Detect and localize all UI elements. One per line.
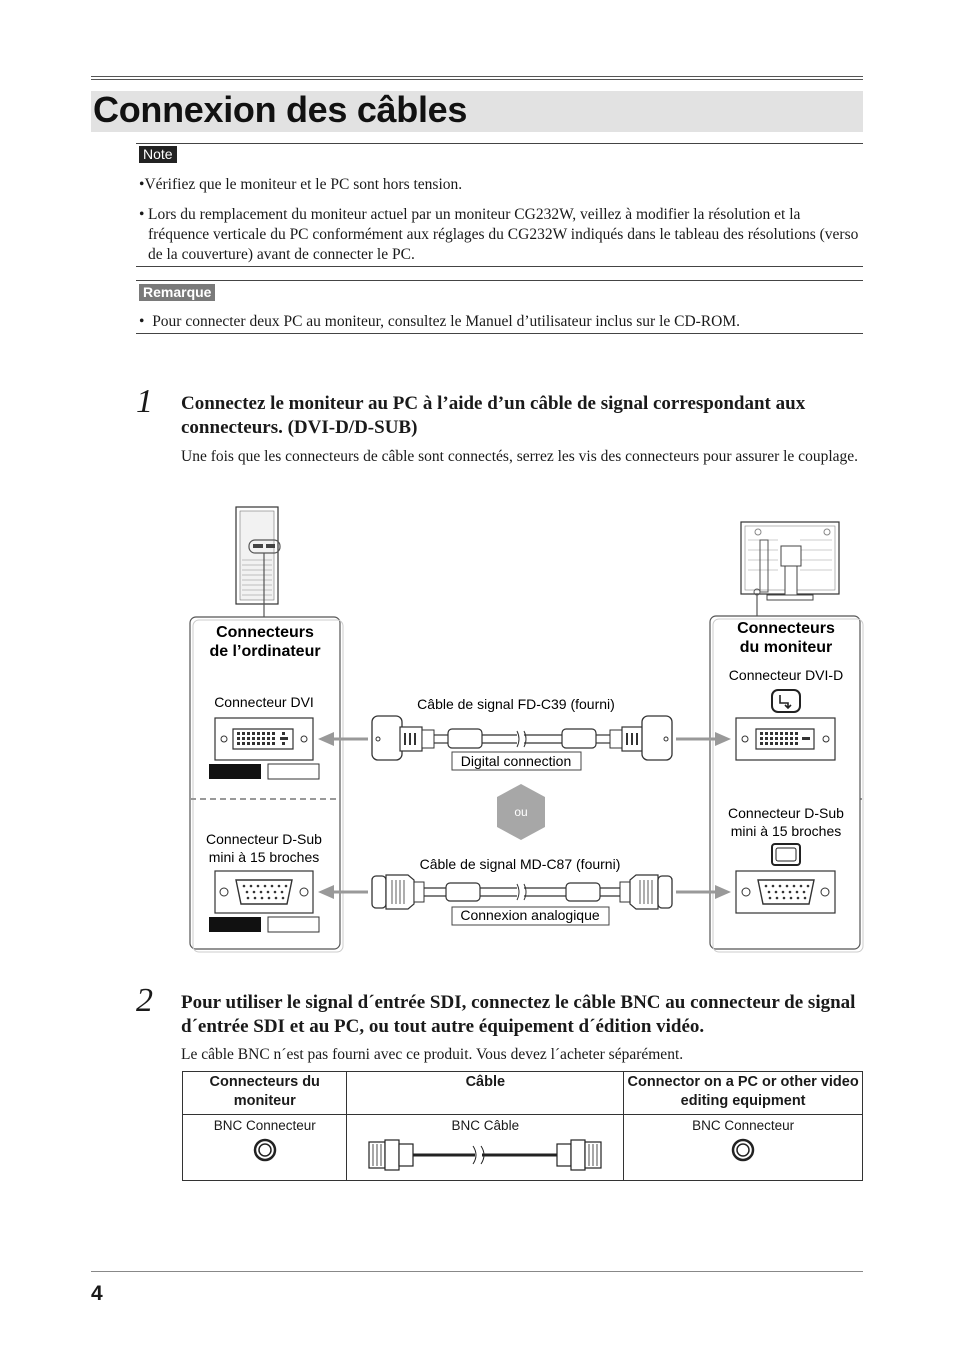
note-item-1: Vérifiez que le moniteur et le PC sont h… <box>144 176 463 193</box>
or-badge: ou <box>497 784 545 840</box>
bnc-header-cable: Câble <box>346 1071 625 1115</box>
monitor-box-title-1: Connecteurs <box>737 620 835 637</box>
pc-box-title-1: Connecteurs <box>216 624 314 641</box>
step-2-number: 2 <box>136 982 153 1019</box>
bottom-rule <box>91 1271 863 1272</box>
or-label: ou <box>514 805 527 819</box>
note-item-2: Lors du remplacement du moniteur actuel … <box>148 206 859 263</box>
arrow-to-monitor-dvi <box>676 732 731 746</box>
dsub-symbol-icon <box>771 843 801 866</box>
pc-dvi-port-icon <box>214 717 314 761</box>
pc-dsub-label-2: mini à 15 broches <box>209 849 320 865</box>
note-top-rule <box>136 143 863 144</box>
remarque-bullet: • Pour connecter deux PC au moniteur, co… <box>139 313 741 330</box>
monitor-dsub-label-1: Connecteur D-Sub <box>728 805 844 821</box>
bnc-cell-cable: BNC Câble <box>346 1114 625 1181</box>
bnc-connector-icon-2 <box>731 1138 755 1162</box>
bnc-table: Connecteurs du moniteur Câble Connector … <box>181 1071 863 1181</box>
pc-slot-black-2 <box>209 917 261 932</box>
remarque-label: Remarque <box>139 284 216 301</box>
pc-dvi-label: Connecteur DVI <box>214 694 314 710</box>
arrow-to-pc-dsub <box>318 885 368 899</box>
remarque-top-rule <box>136 280 863 281</box>
step-2-text: Le câble BNC n´est pas fourni avec ce pr… <box>181 1046 684 1063</box>
top-rule <box>91 76 863 77</box>
note-bullet-1: •Vérifiez que le moniteur et le PC sont … <box>139 176 463 193</box>
pc-connectors-box <box>189 616 341 950</box>
dsub-cable-label: Câble de signal MD-C87 (fourni) <box>420 856 621 872</box>
title-bar <box>91 91 863 132</box>
bnc-connector-icon <box>253 1138 276 1162</box>
bnc-table-row: BNC Connecteur BNC Câble <box>181 1114 863 1181</box>
connection-diagram: Connecteurs de l’ordinateur Connecteur D… <box>189 506 864 953</box>
dvi-cable-icon <box>371 715 673 761</box>
monitor-box-title-2: du moniteur <box>740 639 832 656</box>
page-title: Connexion des câbles <box>93 89 468 130</box>
dsub-caption: Connexion analogique <box>460 907 600 923</box>
pc-slot-white-2 <box>267 916 320 933</box>
note-bullet-2: • Lors du remplacement du moniteur actue… <box>139 205 861 265</box>
bnc-table-header-row: Connecteurs du moniteur Câble Connector … <box>181 1071 863 1115</box>
note-label: Note <box>139 146 177 163</box>
dsub-caption-box <box>451 906 610 926</box>
bnc-header-monitor: Connecteurs du moniteur <box>181 1071 348 1115</box>
dsub-cable-icon <box>371 874 673 910</box>
pc-slot-white <box>267 763 320 780</box>
bnc-cable-label: BNC Câble <box>451 1118 520 1133</box>
step-1-heading: Connectez le moniteur au PC à l’aide d’u… <box>181 393 806 438</box>
top-rule-2 <box>91 79 863 80</box>
bnc-monitor-label: BNC Connecteur <box>213 1118 316 1133</box>
bnc-equipment-label: BNC Connecteur <box>692 1118 795 1133</box>
pc-slot-black <box>209 764 261 779</box>
step-1-number: 1 <box>136 383 153 420</box>
dvi-caption: Digital connection <box>461 753 572 769</box>
monitor-dsub-label-2: mini à 15 broches <box>731 823 842 839</box>
bnc-cable-icon <box>368 1139 602 1171</box>
dvi-caption-box <box>451 751 582 771</box>
monitor-dvi-label: Connecteur DVI-D <box>729 667 843 683</box>
pc-dsub-label-1: Connecteur D-Sub <box>206 831 322 847</box>
arrow-to-monitor-dsub <box>676 885 731 899</box>
monitor-connectors-box <box>709 615 861 950</box>
dvi-cable-label: Câble de signal FD-C39 (fourni) <box>417 696 615 712</box>
step-2-heading: Pour utiliser le signal d´entrée SDI, co… <box>181 992 856 1037</box>
monitor-back-icon <box>740 521 840 618</box>
monitor-dvi-port-icon <box>735 717 836 761</box>
remarque-item-1: Pour connecter deux PC au moniteur, cons… <box>152 313 741 330</box>
bnc-cell-monitor: BNC Connecteur <box>181 1114 348 1181</box>
step-1-text: Une fois que les connecteurs de câble so… <box>181 448 859 465</box>
monitor-dsub-port-icon <box>735 870 836 914</box>
pc-dsub-port-icon <box>214 870 314 914</box>
dvi-symbol-icon <box>771 689 801 713</box>
bnc-cell-equipment: BNC Connecteur <box>623 1114 863 1181</box>
remarque-bottom-rule <box>136 333 863 334</box>
page-number: 4 <box>91 1282 103 1305</box>
pc-box-title-2: de l’ordinateur <box>209 643 320 660</box>
bnc-header-equipment: Connector on a PC or other video editing… <box>623 1071 863 1115</box>
arrow-to-pc-dvi <box>318 732 368 746</box>
note-bottom-rule <box>136 266 863 267</box>
pc-tower-icon <box>235 506 281 620</box>
